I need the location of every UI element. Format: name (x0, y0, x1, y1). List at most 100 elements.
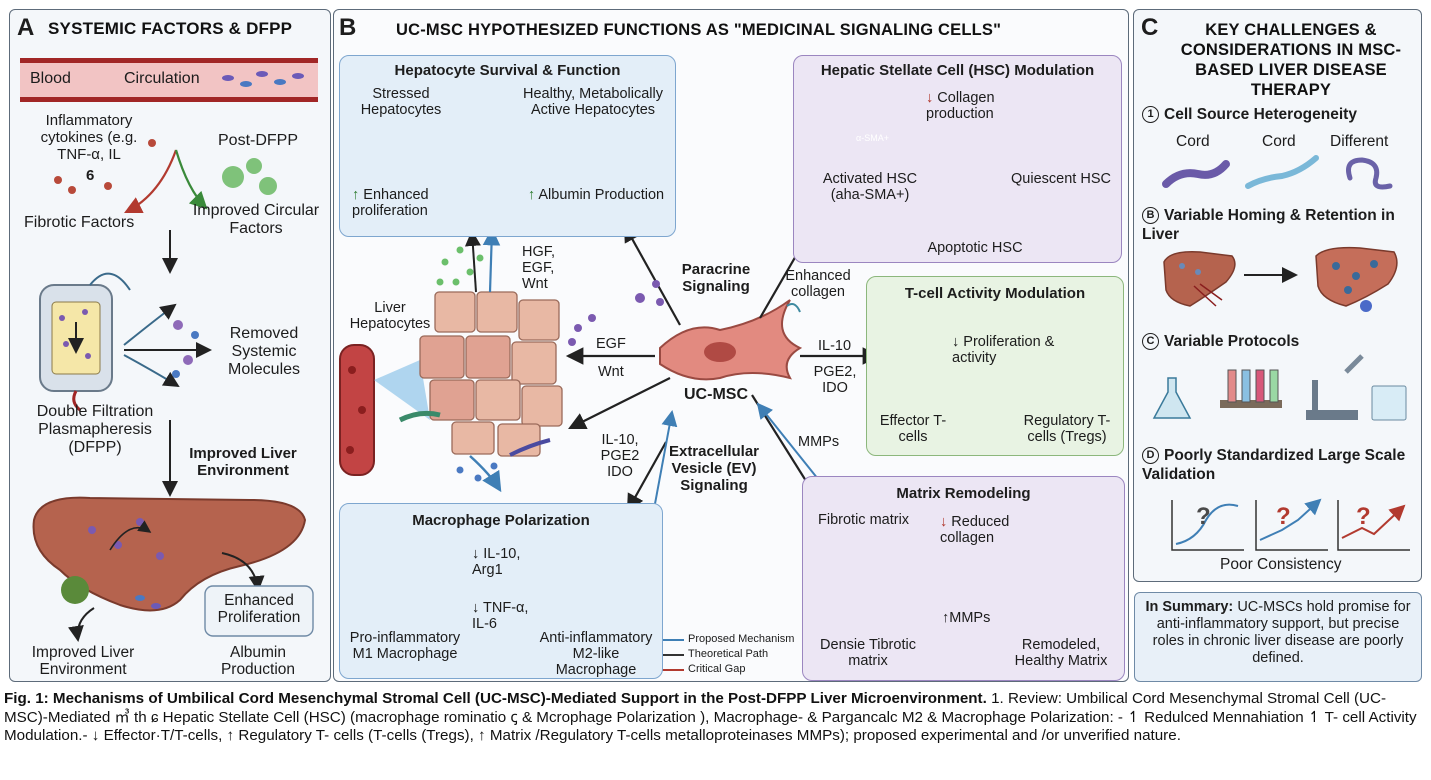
sma-label: α-SMA+ (856, 133, 889, 143)
macrophage-box-title: Macrophage Polarization (412, 512, 590, 529)
improved-circ-label: Improved Circular Factors (192, 202, 320, 237)
legend-critical: Critical Gap (688, 663, 746, 675)
enhanced-prolif-label: Enhanced Proliferation (217, 592, 301, 627)
protocol-lab-icons (1152, 354, 1407, 421)
poor-label: Poor Consistency (1220, 556, 1342, 573)
summary-lead: In Summary: (1145, 599, 1234, 615)
albumin-label-a: Albumin Production (220, 644, 296, 679)
tnf-text: TNF-α, IL-6 (472, 600, 529, 633)
legend-theoretical: Theoretical Path (688, 648, 769, 660)
challenge-1-text: Cell Source Heterogeneity (1164, 106, 1357, 123)
healthy-label: Healthy, Metabolically Active Hepatocyte… (523, 86, 663, 119)
egf-label: EGF (596, 336, 626, 352)
challenge-2-num: B (1142, 207, 1159, 224)
liver-illustration (32, 496, 307, 612)
hsc-box-title: Hepatic Stellate Cell (HSC) Modulation (820, 62, 1095, 79)
tnf-label: ↓ TNF-α, IL-6 (472, 600, 529, 633)
improved-liver-label: Improved Liver Environment (31, 644, 135, 679)
activated-label: Activated HSC (aha-SMA+) (822, 171, 918, 204)
dfpp-label: Double Filtration Plasmapheresis (DFPP) (36, 403, 154, 456)
fibrotic-label: Fibrotic Factors (24, 214, 135, 231)
tcell-box: T-cell Activity Modulation (866, 276, 1124, 456)
enhanced-label: ↑ Enhanced proliferation (352, 187, 429, 220)
legend-lines (662, 639, 684, 671)
il-six-label: 6 (86, 167, 95, 184)
legend-proposed: Proposed Mechanism (688, 633, 795, 645)
regulatory-label: Regulatory T-cells (Tregs) (1023, 413, 1111, 446)
panel-c-letter: C (1141, 14, 1159, 41)
quiescent-label: Quiescent HSC (1011, 171, 1111, 187)
il10-arg-label: ↓ IL-10, Arg1 (472, 546, 521, 579)
qmark-3: ? (1356, 503, 1371, 530)
panel-a-title: SYSTEMIC FACTORS & DFPP (48, 19, 293, 38)
challenge-1: 1 Cell Source Heterogeneity (1142, 106, 1422, 123)
collagen-label: ↓ Collagen production (926, 90, 995, 123)
challenge-1-num: 1 (1142, 106, 1159, 123)
caption-text: 1. Review: Umbilical Cord Mesenchymal St… (4, 690, 1417, 745)
summary-text: UC-MSCs hold promise for anti-inflammato… (1152, 599, 1411, 667)
challenge-4-num: D (1142, 447, 1159, 464)
wnt-label: Wnt (598, 364, 624, 380)
reduced-text: Reduced collagen (940, 514, 1010, 547)
mmps-text: MMPs (949, 610, 991, 626)
matrix-box: Matrix Remodeling (802, 476, 1125, 681)
remodeled-label: Remodeled, Healthy Matrix (1014, 637, 1108, 670)
cord-icons (1162, 155, 1393, 190)
il10-left-label: IL-10, PGE2 IDO (600, 432, 640, 481)
panel-b-letter: B (339, 14, 357, 41)
dfpp-device (39, 272, 131, 412)
qmark-2: ? (1276, 503, 1291, 530)
cord2-label: Cord (1262, 133, 1296, 150)
uc-msc-cell (659, 299, 803, 381)
ucmsc-label: UC-MSC (684, 386, 748, 403)
circulation-label: Circulation (124, 70, 200, 87)
blood-vessel-b (339, 344, 430, 476)
enhanced-text: Enhanced proliferation (352, 187, 429, 220)
caption-bold: Fig. 1: Mechanisms of Umbilical Cord Mes… (4, 690, 987, 707)
removed-label: Removed Systemic Molecules (227, 325, 301, 378)
macrophage-box: Macrophage Polarization (339, 503, 663, 679)
reduced-label: ↓ Reduced collagen (940, 514, 1010, 547)
hgf-label: HGF, EGF, Wnt (522, 244, 556, 293)
m2-label: Anti-inflammatory M2-like Macrophage (539, 630, 653, 679)
cytokine-dots (54, 139, 156, 194)
inflammatory-label: Inflammatory cytokines (e.g. TNF-α, IL (40, 112, 138, 163)
effector-label: Effector T-cells (879, 413, 947, 446)
il10-right-label: IL-10 (818, 338, 852, 354)
mmps-center-label: MMPs (798, 434, 840, 450)
liver-hepatocytes-label: Liver Hepatocytes (349, 300, 431, 333)
hepatocyte-box: Hepatocyte Survival & Function (339, 55, 676, 237)
improved-env-bold: Improved Liver Environment (189, 445, 297, 479)
stressed-label: Stressed Hepatocytes (360, 86, 442, 119)
ev-label: Extracellular Vesicle (EV) Signaling (668, 443, 760, 494)
post-dfpp-label: Post-DFPP (218, 132, 299, 149)
blood-vessel (20, 58, 318, 102)
collagen-text: Collagen production (926, 90, 995, 123)
challenge-2-text: Variable Homing & Retention in Liver (1142, 207, 1395, 244)
summary-box: In Summary: UC-MSCs hold promise for ant… (1134, 592, 1422, 682)
prolif-label: ↓ Proliferation & activity (952, 334, 1055, 367)
prolif-text: Proliferation & activity (952, 334, 1055, 367)
panel-c-title: KEY CHALLENGES & CONSIDERATIONS IN MSC-B… (1180, 21, 1402, 100)
enhanced-collagen-label: Enhanced collagen (785, 268, 851, 301)
cord1-label: Cord (1176, 133, 1210, 150)
challenge-4-text: Poorly Standardized Large Scale Validati… (1142, 447, 1406, 484)
figure-caption: Fig. 1: Mechanisms of Umbilical Cord Mes… (4, 690, 1428, 746)
mmps-matrix-label: ↑MMPs (942, 610, 991, 626)
hepatocyte-cluster (398, 246, 596, 482)
hepatocyte-box-title: Hepatocyte Survival & Function (394, 62, 621, 79)
pge2-right-label: PGE2, IDO (813, 364, 857, 397)
paracrine-label: Paracrine Signaling (681, 261, 751, 295)
homing-livers (1163, 246, 1398, 312)
improved-factor-circles (222, 158, 277, 195)
panel-a-letter: A (17, 14, 35, 41)
albumin-text: Albumin Production (538, 187, 665, 203)
validation-charts (1171, 498, 1410, 551)
dense-label: Densie Tibrotic matrix (820, 637, 916, 670)
fibrotic-matrix-label: Fibrotic matrix (818, 512, 910, 528)
different-label: Different (1330, 133, 1389, 150)
panel-b-title: UC-MSC HYPOTHESIZED FUNCTIONS AS "MEDICI… (396, 21, 1002, 39)
tcell-box-title: T-cell Activity Modulation (904, 285, 1086, 302)
m1-label: Pro-inflammatory M1 Macrophage (349, 630, 461, 663)
